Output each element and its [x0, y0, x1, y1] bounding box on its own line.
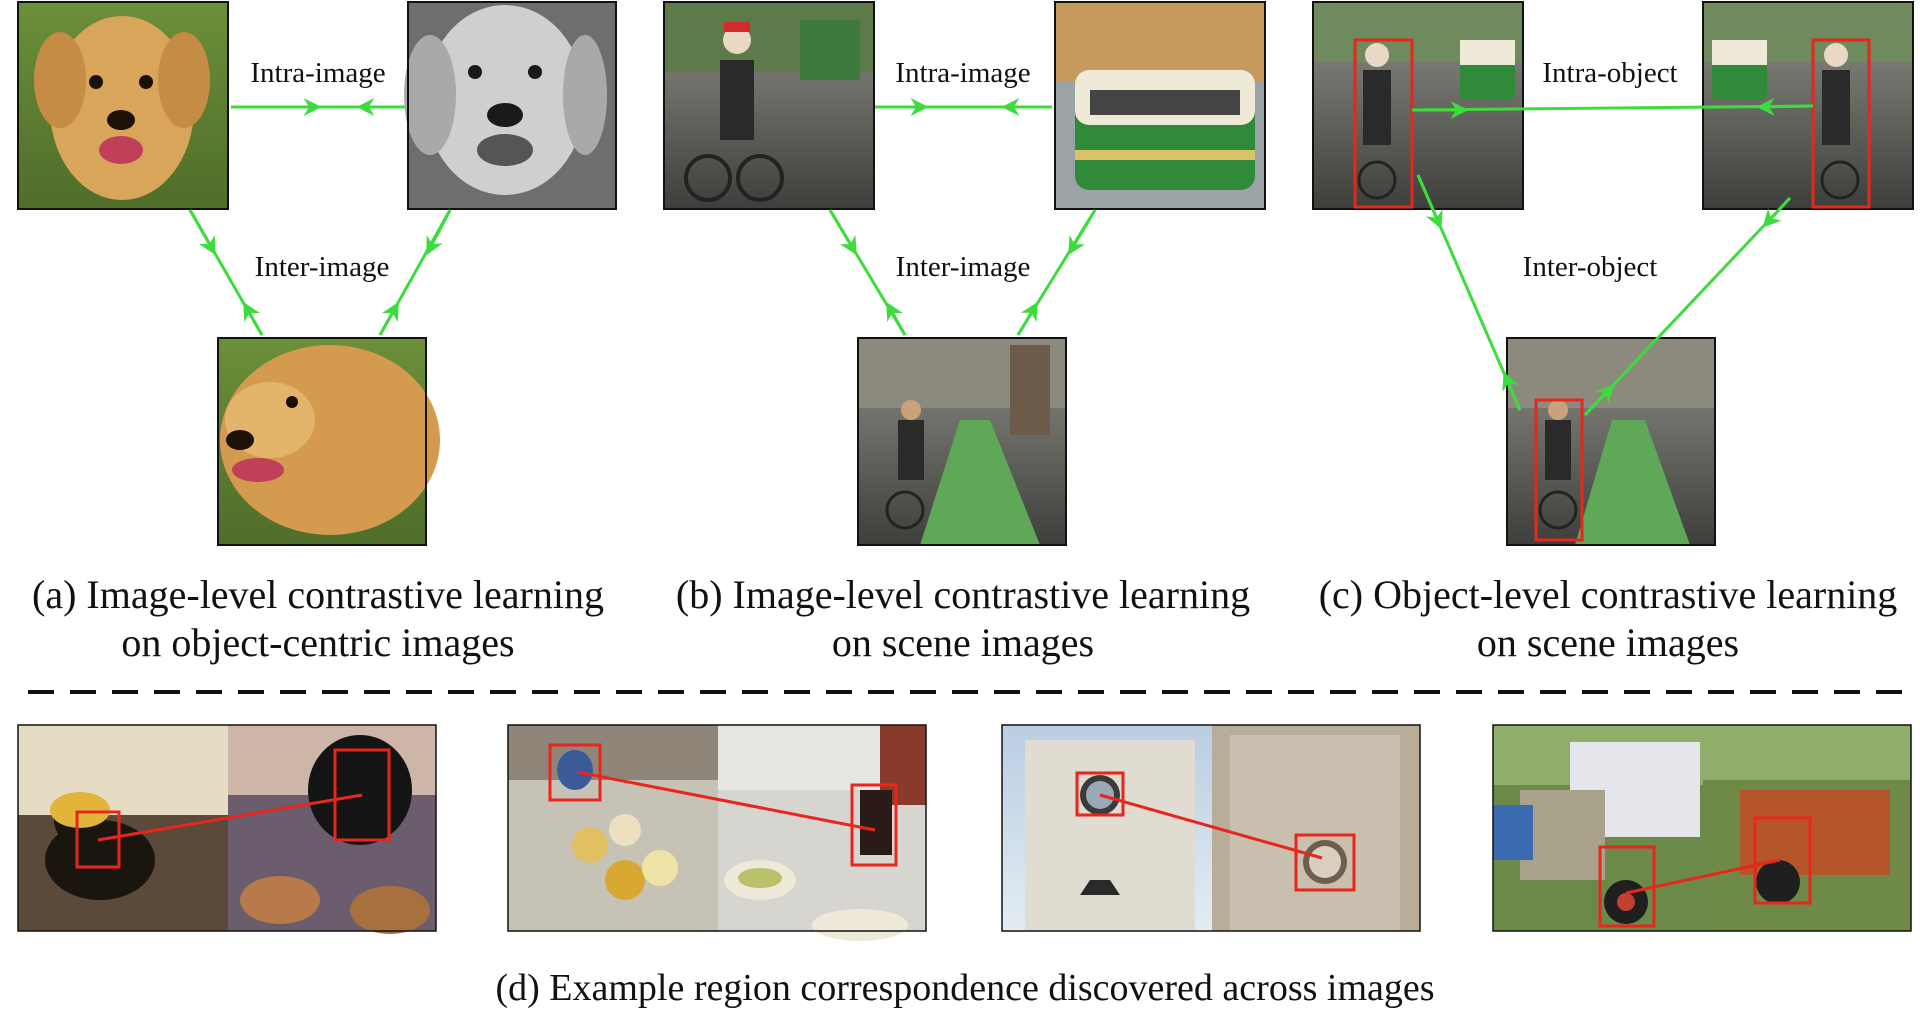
region-box	[333, 748, 391, 842]
caption-c-line2: on scene images	[1477, 620, 1739, 665]
bike-lane-photo	[857, 337, 1067, 546]
cat-pair-photo	[17, 724, 437, 934]
bike-lane-object-photo	[1506, 337, 1716, 546]
panel-a: Intra-image Inter-image (a) Image-level …	[17, 1, 617, 665]
caption-a-line1: (a) Image-level contrastive learning	[32, 572, 604, 617]
intra-image-label-a: Intra-image	[250, 57, 385, 89]
inter-object-label: Inter-object	[1523, 251, 1658, 283]
region-box	[75, 810, 121, 869]
street-object-photo-left	[1312, 1, 1524, 210]
region-box	[1294, 833, 1356, 892]
cup-pair-photo	[507, 724, 927, 941]
object-box	[1353, 38, 1414, 209]
object-box	[1534, 398, 1584, 542]
caption-a-line2: on object-centric images	[121, 620, 514, 665]
panel-b: Intra-image Inter-image (b) Image-level …	[663, 1, 1266, 665]
dog-photo	[17, 1, 229, 210]
caption-d: (d) Example region correspondence discov…	[495, 967, 1434, 1009]
grayscale-dog-photo	[404, 1, 617, 210]
panel-d: (d) Example region correspondence discov…	[17, 724, 1912, 1009]
intra-image-label-b: Intra-image	[895, 57, 1030, 89]
panel-c: Intra-object Inter-object (c) Object-lev…	[1312, 1, 1914, 665]
caption-c-line1: (c) Object-level contrastive learning	[1319, 572, 1898, 617]
inter-image-label-b: Inter-image	[896, 251, 1031, 283]
clock-pair-photo	[1001, 724, 1421, 932]
region-box	[1075, 771, 1125, 817]
tram-photo	[1054, 1, 1266, 210]
caption-b-line1: (b) Image-level contrastive learning	[676, 572, 1250, 617]
caption-b-line2: on scene images	[832, 620, 1094, 665]
intra-object-label: Intra-object	[1542, 57, 1677, 89]
cyclist-street-photo	[663, 1, 875, 210]
golden-retriever-photo	[217, 337, 440, 546]
region-box	[1753, 816, 1812, 905]
object-box	[1811, 38, 1871, 209]
region-box	[548, 743, 602, 802]
inter-image-label-a: Inter-image	[255, 251, 390, 283]
truck-pair-photo	[1492, 724, 1912, 932]
